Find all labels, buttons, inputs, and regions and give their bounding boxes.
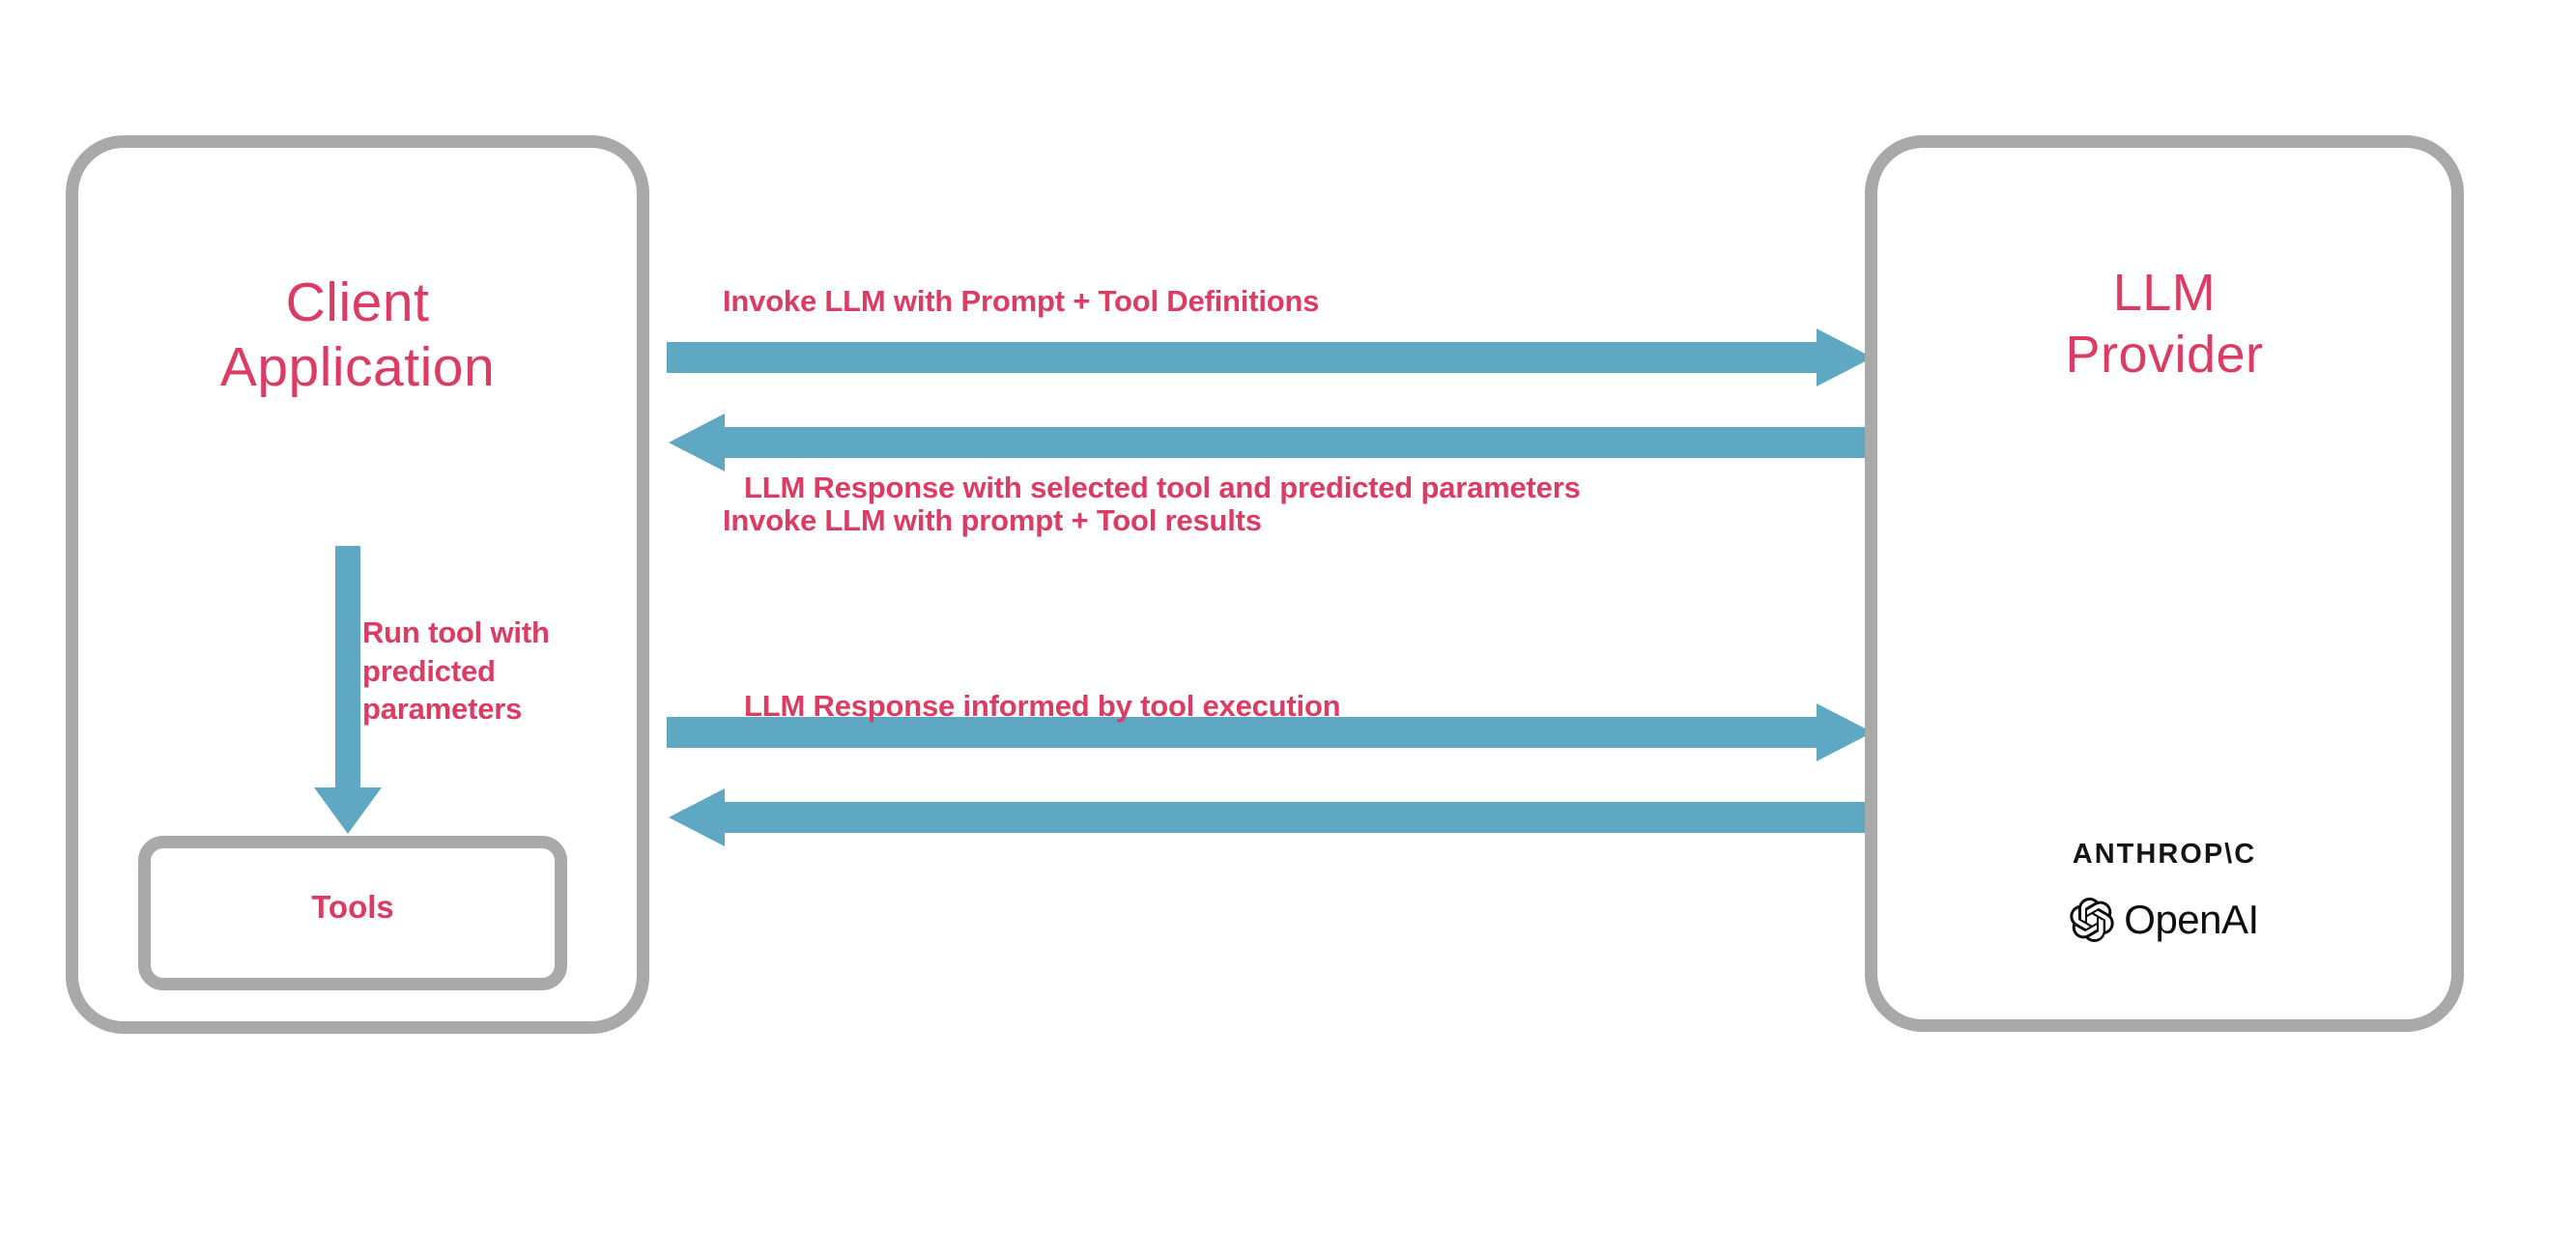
provider-title-line-2: Provider [2065, 325, 2264, 384]
invoke-llm-definitions-label: Invoke LLM with Prompt + Tool Definition… [723, 284, 1320, 318]
llm-response-predicted-params-arrow [669, 414, 1875, 472]
client-application-box [66, 135, 649, 1034]
llm-provider-box [1865, 135, 2464, 1032]
anthropic-logo: ANTHROP\C [2072, 839, 2257, 870]
invoke-llm-tool-results-arrow [667, 703, 1873, 761]
llm-response-tool-execution-arrow [669, 788, 1875, 846]
llm-response-tool-execution-label: LLM Response informed by tool execution [744, 689, 1341, 723]
provider-title-line-1: LLM [2112, 264, 2217, 322]
run-tool-label: Run tool with predicted parameters [362, 614, 633, 729]
openai-logo-group: OpenAI [1865, 897, 2464, 943]
run-tool-label-line-2: predicted [362, 653, 496, 688]
client-title-line-1: Client [285, 272, 430, 333]
run-tool-label-line-3: parameters [362, 692, 523, 727]
llm-response-predicted-params-label: LLM Response with selected tool and pred… [744, 471, 1581, 504]
tools-label: Tools [311, 889, 394, 925]
openai-flower-icon [2070, 898, 2114, 942]
openai-wordmark: OpenAI [2124, 897, 2259, 942]
run-tool-arrow [314, 546, 382, 834]
llm-provider-title: LLM Provider [1875, 263, 2454, 386]
run-tool-label-line-1: Run tool with [362, 615, 550, 649]
client-title-line-2: Application [219, 336, 496, 399]
invoke-llm-definitions-arrow [667, 329, 1873, 386]
invoke-llm-tool-results-label: Invoke LLM with prompt + Tool results [723, 503, 1262, 537]
tools-box [138, 836, 567, 990]
client-application-title: Client Application [77, 271, 638, 401]
